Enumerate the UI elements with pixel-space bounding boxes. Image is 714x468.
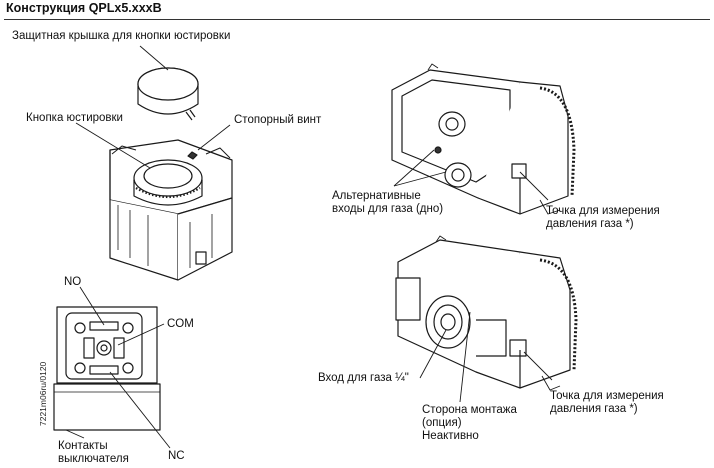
leader-lines-bottom-right xyxy=(419,311,553,403)
drawing-id: 7221m06ru/0120 xyxy=(38,361,48,426)
pressure-switch-illustration xyxy=(109,67,233,281)
label-adjust-button: Кнопка юстировки xyxy=(26,112,123,124)
label-protective-cap: Защитная крышка для кнопки юстировки xyxy=(12,30,231,42)
label-alt-inlets-line1: Альтернативные xyxy=(332,190,421,202)
label-measure-point-top: Точка для измерения давления газа *) xyxy=(546,205,660,231)
label-com: COM xyxy=(167,318,194,330)
leader-lines-top-left xyxy=(75,45,231,169)
page-title: Конструкция QPLx5.xxxB xyxy=(6,1,162,15)
title-rule xyxy=(4,19,710,20)
label-lock-screw: Стопорный винт xyxy=(234,114,322,126)
label-mount-side-line2: (опция) xyxy=(422,417,462,429)
label-switch-contacts: Контакты выключателя xyxy=(58,440,129,466)
label-alt-inlets: Альтернативные входы для газа (дно) xyxy=(332,190,443,216)
label-switch-contacts-line2: выключателя xyxy=(58,453,129,465)
label-measure-point-bottom-line2: давления газа *) xyxy=(550,403,638,415)
label-measure-point-top-line2: давления газа *) xyxy=(546,218,634,230)
label-measure-point-top-line1: Точка для измерения xyxy=(546,205,660,217)
label-mount-side: Сторона монтажа (опция) Неактивно xyxy=(422,404,517,443)
label-nc: NC xyxy=(168,450,185,462)
housing-side-view xyxy=(395,235,578,391)
label-gas-inlet: Вход для газа ¼" xyxy=(318,372,409,384)
housing-bottom-view xyxy=(391,63,576,215)
label-no: NO xyxy=(64,276,82,288)
label-alt-inlets-line2: входы для газа (дно) xyxy=(332,203,444,215)
leader-lines-contacts xyxy=(65,286,171,449)
label-measure-point-bottom: Точка для измерения давления газа *) xyxy=(550,390,664,416)
leader-lines-top-right xyxy=(393,149,549,201)
label-measure-point-bottom-line1: Точка для измерения xyxy=(550,390,664,402)
protective-cap-drawing xyxy=(137,67,199,121)
contacts-illustration xyxy=(53,306,161,431)
label-switch-contacts-line1: Контакты xyxy=(58,440,108,452)
switch-body-drawing xyxy=(109,139,233,281)
label-mount-side-line1: Сторона монтажа xyxy=(422,404,517,416)
label-mount-side-line3: Неактивно xyxy=(422,430,479,442)
